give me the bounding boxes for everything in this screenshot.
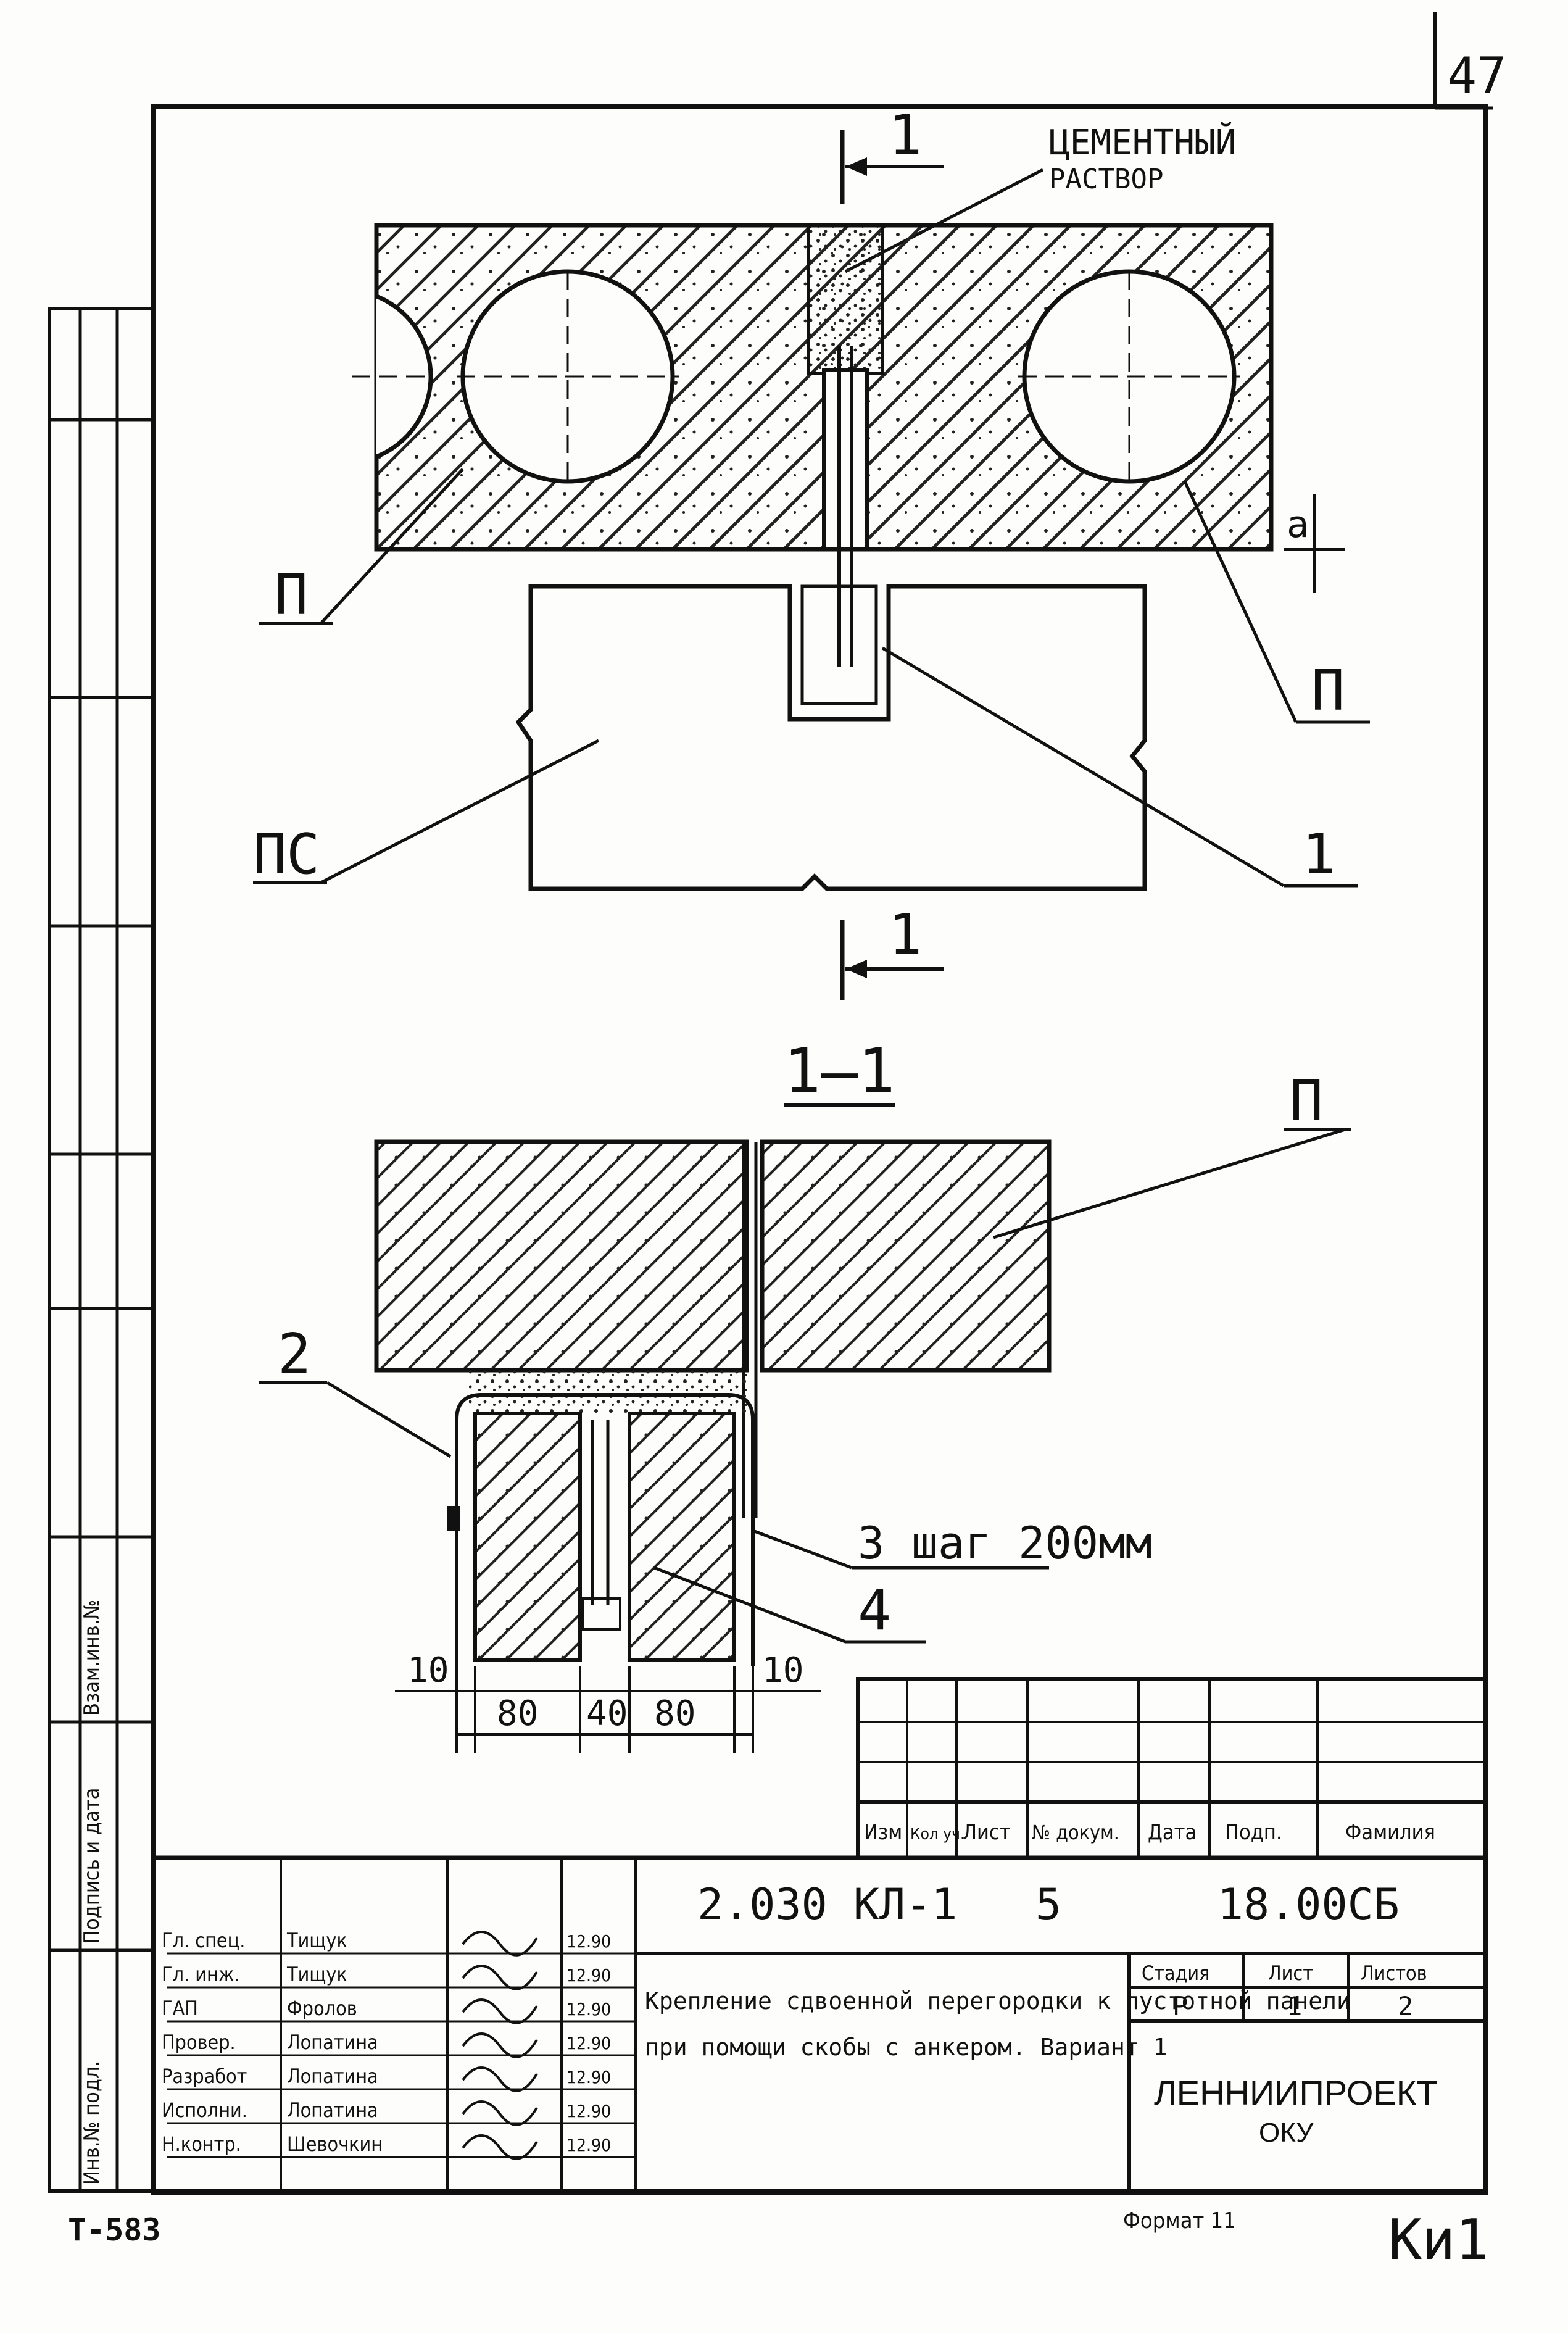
dimension-line: 10 80 40 80 10	[395, 1650, 821, 1753]
description-line-1: Крепление сдвоенной перегородки к пустот…	[645, 1987, 1351, 2015]
date-0: 12.90	[566, 1931, 611, 1952]
label-item-2: 2	[278, 1322, 311, 1387]
rev-col-list: Лист	[963, 1820, 1011, 1845]
date-1: 12.90	[566, 1965, 611, 1986]
description-line-2: при помощи скобы с анкером. Вариант 1	[645, 2034, 1167, 2061]
date-3: 12.90	[566, 2033, 611, 2053]
plan-view: 1 1 ЦЕМЕНТНЫЙ РАСТВОР	[253, 103, 1370, 1000]
date-6: 12.90	[566, 2135, 611, 2155]
rev-col-kol: Кол уч.	[910, 1825, 964, 1844]
name-4: Лопатина	[287, 2065, 378, 2088]
dim-10-left: 10	[407, 1650, 449, 1690]
revision-table: Изм Кол уч. Лист № докум. Дата Подп. Фам…	[856, 1677, 1488, 1860]
sheet-value: 1	[1287, 1991, 1302, 2021]
name-0: Тищук	[286, 1929, 347, 1952]
name-3: Лопатина	[287, 2031, 378, 2054]
rev-col-name: Фамилия	[1345, 1820, 1435, 1845]
name-6: Шевочкин	[287, 2132, 383, 2156]
dim-80-right: 80	[654, 1694, 695, 1734]
role-1: Гл. инж.	[162, 1963, 240, 1986]
label-partition: ПС	[253, 822, 320, 887]
rev-col-doc: № докум.	[1032, 1821, 1119, 1844]
role-6: Н.контр.	[162, 2132, 241, 2156]
corner-mark: Ки1	[1388, 2208, 1489, 2273]
stamp-inv-original: Инв.№ подл.	[80, 2061, 104, 2185]
role-3: Провер.	[162, 2031, 236, 2054]
section-mark-top: 1	[840, 103, 944, 204]
rev-col-date: Дата	[1148, 1820, 1197, 1845]
section-mark-bottom: 1	[840, 902, 944, 1000]
stamp-replace-inv: Взам.инв.№	[80, 1600, 104, 1716]
role-0: Гл. спец.	[162, 1929, 245, 1952]
svg-text:1: 1	[889, 902, 922, 967]
section-title: 1–1	[784, 1035, 895, 1107]
sheets-value: 2	[1398, 1991, 1413, 2021]
label-panel-right: П	[1311, 659, 1345, 723]
dim-10-right: 10	[762, 1650, 803, 1690]
date-4: 12.90	[566, 2067, 611, 2087]
date-5: 12.90	[566, 2101, 611, 2121]
dim-40: 40	[586, 1694, 628, 1734]
label-item-4: 4	[858, 1578, 891, 1643]
sheet-number-box: 47	[1433, 12, 1506, 110]
role-5: Исполни.	[162, 2098, 247, 2122]
signatures	[462, 1931, 538, 2160]
name-1: Тищук	[286, 1963, 347, 1986]
format-label: Формат 11	[1123, 2208, 1236, 2234]
label-section-panel: П	[1290, 1069, 1323, 1134]
svg-text:1: 1	[889, 103, 922, 168]
rev-col-sign: Подп.	[1225, 1820, 1282, 1845]
doc-code: 2.030 КЛ-1 5 18.00СБ	[697, 1879, 1400, 1930]
dim-a: а	[1287, 503, 1309, 546]
partition-block	[515, 584, 1147, 891]
sheet-header: Лист	[1268, 1961, 1313, 1985]
sheets-header: Листов	[1361, 1961, 1427, 1985]
label-panel-left: П	[275, 563, 308, 628]
name-5: Лопатина	[287, 2098, 378, 2122]
stage-header: Стадия	[1142, 1961, 1209, 1985]
hollow-core-panel	[352, 223, 1274, 667]
label-item-3: 3 шаг 200мм	[858, 1517, 1152, 1569]
stamp-signature-date: Подпись и дата	[80, 1788, 104, 1944]
cement-label: ЦЕМЕНТНЫЙ	[1049, 122, 1236, 163]
rev-col-izm: Изм	[864, 1820, 902, 1845]
side-stamp: Взам.инв.№ Подпись и дата Инв.№ подл.	[48, 307, 155, 2193]
organization-name: ЛЕННИИПРОЕКТ	[1154, 2073, 1438, 2112]
label-item-1: 1	[1302, 822, 1335, 887]
cement-label-2: РАСТВОР	[1049, 164, 1163, 195]
role-4: Разработ	[162, 2065, 247, 2088]
dim-80-left: 80	[497, 1694, 538, 1734]
stage-value: Р	[1172, 1991, 1188, 2021]
date-2: 12.90	[566, 1999, 611, 2019]
section-view: 1–1 2 П 3 шаг 200мм 4	[259, 1035, 1351, 1753]
title-block: Гл. спец. Гл. инж. ГАП Провер. Разработ …	[151, 1855, 1488, 2194]
role-2: ГАП	[162, 1997, 198, 2020]
archive-code: Т-583	[68, 2212, 161, 2248]
sheet-number: 47	[1447, 47, 1506, 104]
organization-sub: ОКУ	[1259, 2118, 1314, 2148]
name-2: Фролов	[287, 1997, 357, 2020]
